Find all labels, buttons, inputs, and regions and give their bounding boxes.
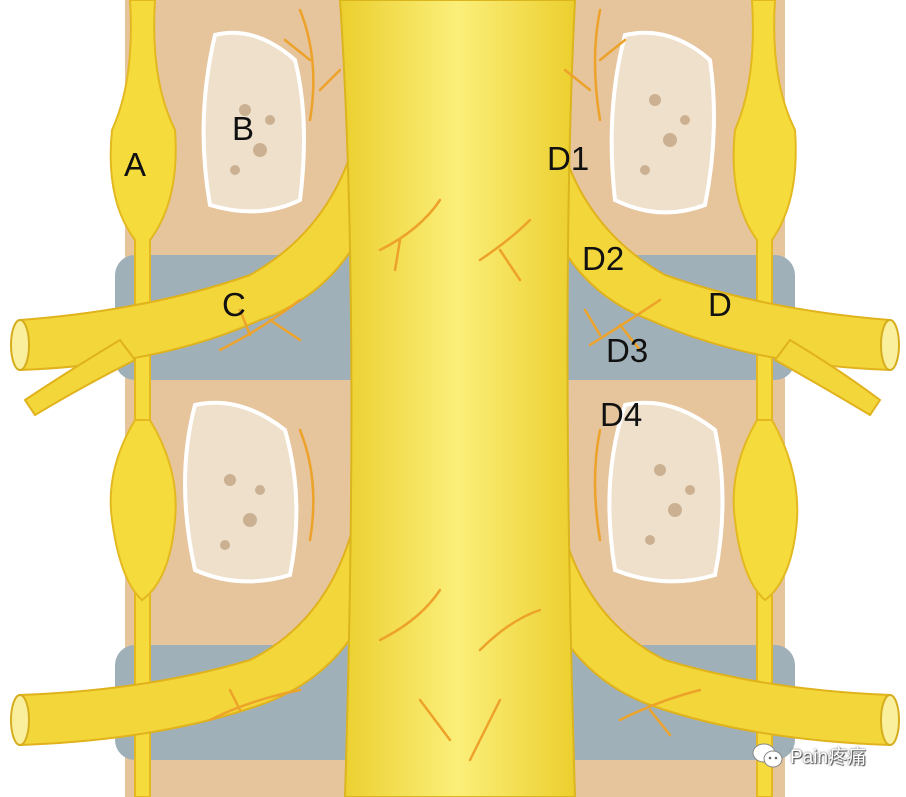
label-d1: D1 xyxy=(547,140,590,177)
label-b: B xyxy=(232,110,255,147)
pedicle-spots xyxy=(220,94,695,550)
ganglion-chains xyxy=(109,0,799,797)
watermark: Pain疼痛 xyxy=(752,742,866,769)
nerve-branches xyxy=(208,8,702,762)
spinal-cord xyxy=(338,0,577,797)
nerve-roots xyxy=(19,136,891,747)
label-d2: D2 xyxy=(582,240,625,277)
pedicles xyxy=(183,30,725,584)
label-d4: D4 xyxy=(600,396,643,433)
label-c: C xyxy=(222,286,246,323)
root-ends xyxy=(10,319,900,746)
wechat-icon xyxy=(752,743,783,767)
label-d: D xyxy=(708,286,732,323)
label-a: A xyxy=(124,146,147,183)
watermark-text: Pain疼痛 xyxy=(790,747,867,768)
label-d3: D3 xyxy=(606,332,649,369)
